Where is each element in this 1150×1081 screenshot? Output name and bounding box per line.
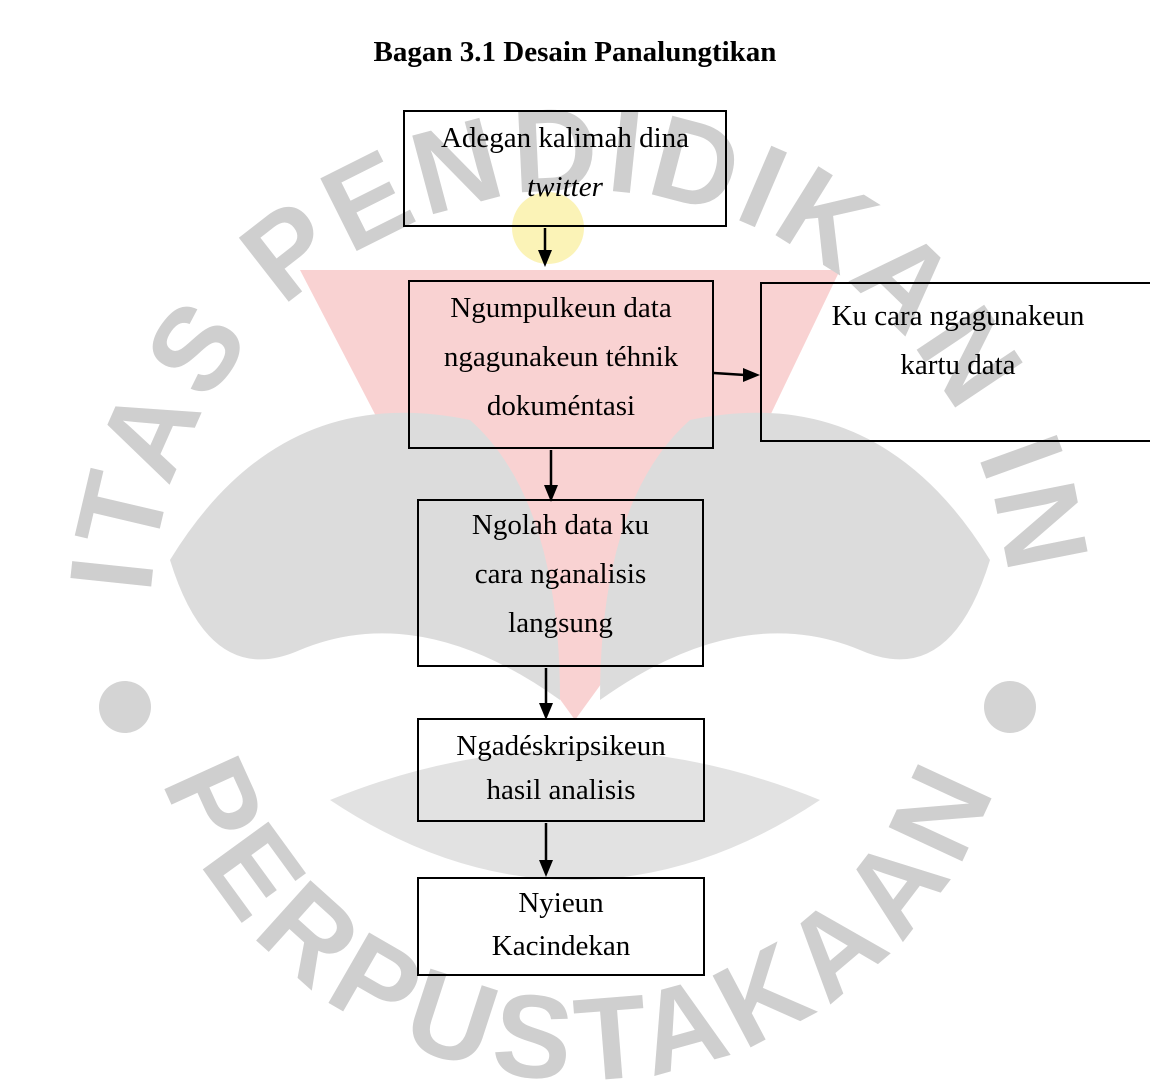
node-data-card-line2: kartu data (900, 349, 1016, 381)
node-conclude-line2: Kacindekan (491, 930, 631, 962)
node-collect-data-line1: Ngumpulkeun data (450, 292, 672, 324)
node-process-data: Ngolah data ku cara nganalisis langsung (417, 499, 704, 667)
node-collect-data-line3: dokuméntasi (486, 390, 636, 422)
node-collect-data-line2: ngagunakeun téhnik (443, 341, 679, 373)
node-collect-data: Ngumpulkeun data ngagunakeun téhnik doku… (408, 280, 714, 449)
node-process-data-line3: langsung (508, 607, 613, 639)
watermark-right-dot (984, 681, 1036, 733)
node-collect-source-line2: twitter (527, 171, 603, 203)
watermark-gray-bottom-shape (330, 750, 820, 880)
node-process-data-line2: cara nganalisis (474, 558, 647, 590)
watermark-red-shape (300, 270, 840, 720)
watermark-gray-right-shape (600, 412, 990, 700)
node-data-card: Ku cara ngagunakeun kartu data (760, 282, 1150, 442)
node-describe-line1: Ngadéskripsikeun (456, 730, 666, 762)
node-conclude-line1: Nyieun (518, 887, 604, 919)
node-data-card-line1: Ku cara ngagunakeun (831, 300, 1085, 332)
node-conclude: Nyieun Kacindekan (417, 877, 705, 976)
node-collect-source-line1: Adegan kalimah dina (440, 122, 690, 154)
node-describe: Ngadéskripsikeun hasil analisis (417, 718, 705, 822)
node-describe-line2: hasil analisis (486, 774, 636, 806)
watermark-gray-left-shape (170, 412, 560, 700)
watermark-yellow-dot (512, 192, 584, 264)
node-process-data-line1: Ngolah data ku (471, 509, 650, 541)
watermark-left-dot (99, 681, 151, 733)
node-collect-source: Adegan kalimah dina twitter (403, 110, 727, 227)
diagram-title: Bagan 3.1 Desain Panalungtikan (373, 36, 777, 68)
